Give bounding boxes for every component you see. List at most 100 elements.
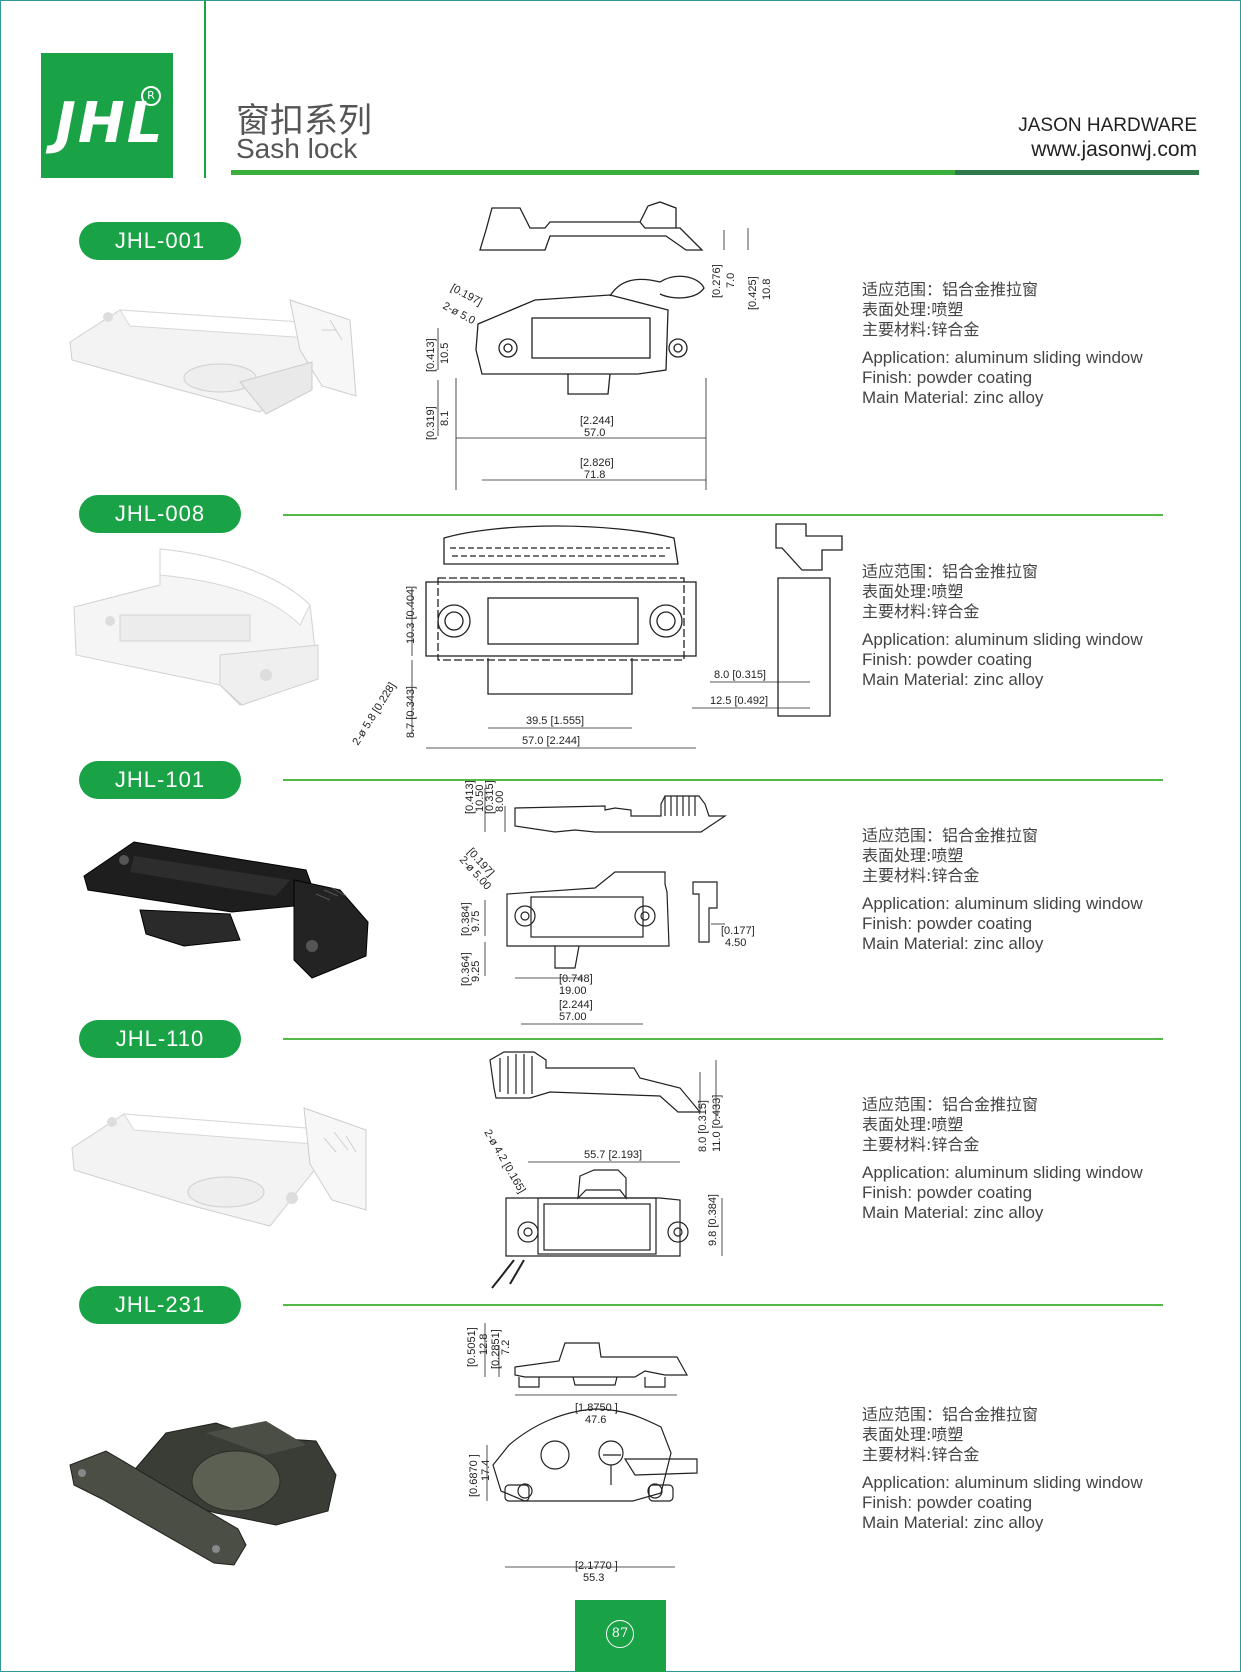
dimension-label: [0.2851] [490, 1329, 502, 1369]
dimension-label: 10.8 [761, 279, 773, 300]
jhl-logo: JHL R [41, 53, 173, 178]
spec-application-en: Application: aluminum sliding window [862, 1163, 1143, 1182]
dimension-label: 10.50 [474, 784, 486, 812]
dimension-label: 9.25 [470, 961, 482, 982]
spec-application-en: Application: aluminum sliding window [862, 1473, 1143, 1492]
dimension-label: [0.6870 ] [468, 1454, 480, 1497]
spec-finish-en: Finish: powder coating [862, 1183, 1033, 1202]
page-number-tab: 87 [575, 1600, 666, 1672]
spec-en-block: Application: aluminum sliding window Fin… [862, 894, 1143, 954]
dimension-label: 47.6 [585, 1414, 606, 1426]
spec-material-en: Main Material: zinc alloy [862, 1513, 1044, 1532]
dimension-label: [0.413] [464, 780, 476, 814]
dimension-label: 19.00 [559, 985, 587, 997]
spec-application-cn: 适应范围：铝合金推拉窗 [862, 1095, 1039, 1114]
product-photo-jhl-008 [73, 548, 319, 706]
section-separator [283, 1304, 1163, 1306]
spec-application-en: Application: aluminum sliding window [862, 348, 1143, 367]
spec-application-cn: 适应范围：铝合金推拉窗 [862, 280, 1039, 299]
product-code-badge: JHL-101 [79, 761, 241, 799]
dimension-label: 55.7 [2.193] [584, 1149, 642, 1161]
dimension-label: [0.748] [559, 973, 593, 985]
spec-en-block: Application: aluminum sliding window Fin… [862, 1473, 1143, 1533]
dimension-label: 57.00 [559, 1011, 587, 1023]
dimension-label: [0.276] [711, 264, 723, 298]
dimension-label: [2.244] [559, 999, 593, 1011]
dimension-label: [2.244] [580, 415, 614, 427]
dimension-label: 4.50 [725, 937, 746, 949]
spec-material-en: Main Material: zinc alloy [862, 934, 1044, 953]
product-photo-jhl-110 [71, 1107, 367, 1227]
spec-application-en: Application: aluminum sliding window [862, 894, 1143, 913]
dimension-label: [0.5051] [466, 1327, 478, 1367]
dimension-label: 8.7 [0.343] [405, 686, 417, 738]
product-code-badge: JHL-231 [79, 1286, 241, 1324]
dimension-label: 10.5 [439, 343, 451, 364]
dimension-label: 12.5 [0.492] [710, 695, 768, 707]
technical-drawing-jhl-001: 2-ø 5.0 [0.197] [0.276] 7.0 [0.425] 10.8… [425, 201, 773, 490]
technical-drawing-jhl-231: [0.5051] 12.8 [0.2851] 7.2 [1.8750 ] 47.… [466, 1323, 698, 1584]
dimension-label: [0.413] [425, 338, 437, 372]
section-separator [283, 1038, 1163, 1040]
product-spec: 适应范围：铝合金推拉窗 表面处理:喷塑 主要材料:锌合金 Application… [862, 562, 1143, 690]
spec-finish-cn: 表面处理:喷塑 [862, 582, 964, 601]
spec-material-en: Main Material: zinc alloy [862, 1203, 1044, 1222]
page-title-cn: 窗扣系列 [236, 101, 372, 141]
dimension-label: 8.0 [0.315] [714, 669, 766, 681]
technical-drawing-jhl-110: 8.0 [0.315] 11.0 [0.433] 2-ø 4.2 [0.165]… [481, 1051, 723, 1289]
dimension-label: 55.3 [583, 1572, 604, 1584]
dimension-label: [0.319] [425, 406, 437, 440]
spec-finish-cn: 表面处理:喷塑 [862, 1425, 964, 1444]
dimension-label: 57.0 [2.244] [522, 735, 580, 747]
header-divider [204, 0, 206, 178]
spec-material-en: Main Material: zinc alloy [862, 670, 1044, 689]
section-separator [283, 514, 1163, 516]
dimension-label: 12.8 [478, 1334, 490, 1355]
technical-drawing-jhl-101: [0.413] 10.50 [0.315] 8.00 [0.197] 2-ø 5… [457, 780, 755, 1025]
registered-mark-icon: R [141, 86, 161, 106]
dimension-label: 7.0 [725, 273, 737, 288]
page-title-en: Sash lock [236, 133, 358, 164]
spec-finish-cn: 表面处理:喷塑 [862, 846, 964, 865]
dimension-label: 71.8 [584, 469, 605, 481]
spec-material-cn: 主要材料:锌合金 [862, 1445, 980, 1464]
dimension-label: [0.177] [721, 925, 755, 937]
product-code-badge: JHL-001 [79, 222, 241, 260]
dimension-label: [0.425] [747, 276, 759, 310]
dimension-label: 2-ø 4.2 [0.165] [481, 1128, 527, 1196]
dimension-label: 57.0 [584, 427, 605, 439]
product-spec: 适应范围：铝合金推拉窗 表面处理:喷塑 主要材料:锌合金 Application… [862, 280, 1143, 408]
dimension-label: [0.364] [460, 952, 472, 986]
dimension-label: [2.826] [580, 457, 614, 469]
dimension-label: 8.0 [0.315] [697, 1100, 709, 1152]
spec-en-block: Application: aluminum sliding window Fin… [862, 348, 1143, 408]
brand-url: www.jasonwj.com [1031, 138, 1197, 161]
spec-material-cn: 主要材料:锌合金 [862, 866, 980, 885]
spec-application-en: Application: aluminum sliding window [862, 630, 1143, 649]
spec-application-cn: 适应范围：铝合金推拉窗 [862, 562, 1039, 581]
spec-finish-en: Finish: powder coating [862, 1493, 1033, 1512]
product-photo-jhl-101 [83, 841, 369, 979]
dimension-label: [0.315] [484, 780, 496, 814]
spec-finish-en: Finish: powder coating [862, 650, 1033, 669]
header-rule-dark [955, 170, 1199, 175]
spec-application-cn: 适应范围：铝合金推拉窗 [862, 1405, 1039, 1424]
product-spec: 适应范围：铝合金推拉窗 表面处理:喷塑 主要材料:锌合金 Application… [862, 1405, 1143, 1533]
dimension-label: 11.0 [0.433] [711, 1095, 723, 1152]
spec-material-en: Main Material: zinc alloy [862, 388, 1044, 407]
dimension-label: 9.8 [0.384] [707, 1194, 719, 1246]
page-number: 87 [606, 1620, 634, 1648]
spec-finish-cn: 表面处理:喷塑 [862, 1115, 964, 1134]
spec-material-cn: 主要材料:锌合金 [862, 1135, 980, 1154]
spec-en-block: Application: aluminum sliding window Fin… [862, 630, 1143, 690]
spec-finish-en: Finish: powder coating [862, 368, 1033, 387]
brand-block: JASON HARDWARE www.jasonwj.com [1018, 114, 1197, 162]
dimension-label: [0.384] [460, 902, 472, 936]
spec-en-block: Application: aluminum sliding window Fin… [862, 1163, 1143, 1223]
spec-application-cn: 适应范围：铝合金推拉窗 [862, 826, 1039, 845]
spec-finish-en: Finish: powder coating [862, 914, 1033, 933]
dimension-label: 7.2 [500, 1340, 512, 1355]
product-photo-jhl-231 [69, 1421, 337, 1566]
spec-material-cn: 主要材料:锌合金 [862, 320, 980, 339]
dimension-label: 8.00 [494, 791, 506, 812]
